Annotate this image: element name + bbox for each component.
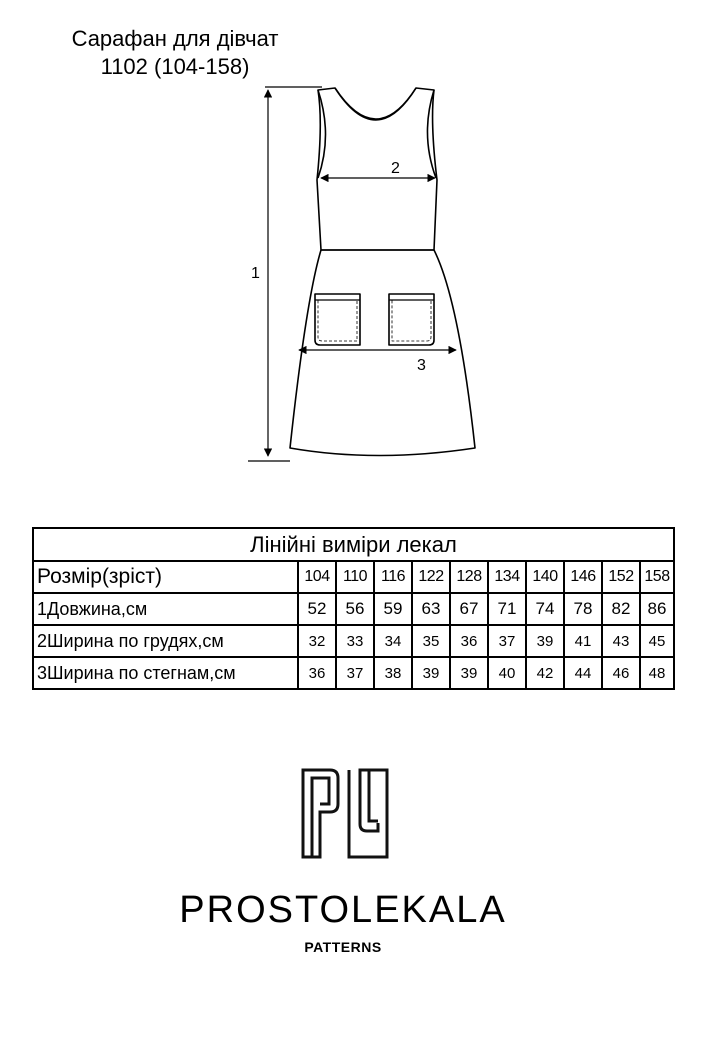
pocket-right-stitch — [391, 299, 432, 342]
size-cell: 134 — [487, 560, 527, 594]
size-label: Розмір(зріст) — [32, 560, 299, 594]
neckline-inner — [334, 87, 417, 121]
brand-name: PROSTOLEKALA — [179, 889, 507, 931]
size-cell: 152 — [601, 560, 641, 594]
brand-subtitle: PATTERNS — [304, 939, 382, 955]
value-cell: 74 — [525, 592, 565, 626]
size-cell: 140 — [525, 560, 565, 594]
row-label: 2Ширина по грудях,см — [32, 624, 299, 658]
pattern-number: 1102 (104-158) — [100, 54, 250, 79]
value-cell: 78 — [563, 592, 603, 626]
table-row-sizes: Розмір(зріст) 104 110 116 122 128 134 14… — [32, 560, 676, 594]
value-cell: 40 — [487, 656, 527, 690]
bodice-outline — [316, 87, 438, 251]
size-cell: 110 — [335, 560, 375, 594]
pocket-right — [388, 293, 435, 346]
value-cell: 33 — [335, 624, 375, 658]
value-cell: 46 — [601, 656, 641, 690]
table-row-hips: 3Ширина по стегнам,см 36 37 38 39 39 40 … — [32, 656, 676, 690]
size-cell: 116 — [373, 560, 413, 594]
pocket-left-stitch — [317, 299, 358, 342]
table-heading: Лінійні виміри лекал — [31, 527, 676, 562]
armhole-left — [317, 89, 327, 179]
skirt-outline — [289, 249, 476, 457]
value-cell: 42 — [525, 656, 565, 690]
value-cell: 52 — [297, 592, 337, 626]
dimension-label-2: 2 — [391, 160, 400, 177]
size-cell: 146 — [563, 560, 603, 594]
size-cell: 128 — [449, 560, 489, 594]
brand-logo-icon — [301, 768, 389, 859]
value-cell: 48 — [638, 656, 676, 690]
value-cell: 39 — [525, 624, 565, 658]
value-cell: 71 — [487, 592, 527, 626]
table-row-length: 1Довжина,см 52 56 59 63 67 71 74 78 82 8… — [32, 592, 676, 626]
value-cell: 43 — [601, 624, 641, 658]
value-cell: 86 — [638, 592, 676, 626]
row-label: 1Довжина,см — [32, 592, 299, 626]
value-cell: 36 — [297, 656, 337, 690]
value-cell: 38 — [373, 656, 413, 690]
value-cell: 39 — [449, 656, 489, 690]
value-cell: 37 — [335, 656, 375, 690]
pattern-title: Сарафан для дівчат — [71, 26, 279, 51]
armhole-right — [426, 89, 437, 179]
dimension-label-3: 3 — [417, 357, 426, 374]
value-cell: 44 — [563, 656, 603, 690]
value-cell: 63 — [411, 592, 451, 626]
value-cell: 82 — [601, 592, 641, 626]
dress-technical-drawing: 1 2 3 — [248, 86, 476, 462]
pocket-left — [314, 293, 361, 346]
value-cell: 39 — [411, 656, 451, 690]
value-cell: 36 — [449, 624, 489, 658]
value-cell: 67 — [449, 592, 489, 626]
value-cell: 56 — [335, 592, 375, 626]
row-label: 3Ширина по стегнам,см — [32, 656, 299, 690]
size-cell: 104 — [297, 560, 337, 594]
value-cell: 35 — [411, 624, 451, 658]
size-cell: 158 — [638, 560, 676, 594]
measurements-table: Лінійні виміри лекал Розмір(зріст) 104 1… — [31, 527, 676, 690]
value-cell: 34 — [373, 624, 413, 658]
value-cell: 59 — [373, 592, 413, 626]
value-cell: 37 — [487, 624, 527, 658]
size-cell: 122 — [411, 560, 451, 594]
table-row-chest: 2Ширина по грудях,см 32 33 34 35 36 37 3… — [32, 624, 676, 658]
dimension-label-1: 1 — [251, 265, 260, 282]
value-cell: 45 — [638, 624, 676, 658]
value-cell: 41 — [563, 624, 603, 658]
value-cell: 32 — [297, 624, 337, 658]
